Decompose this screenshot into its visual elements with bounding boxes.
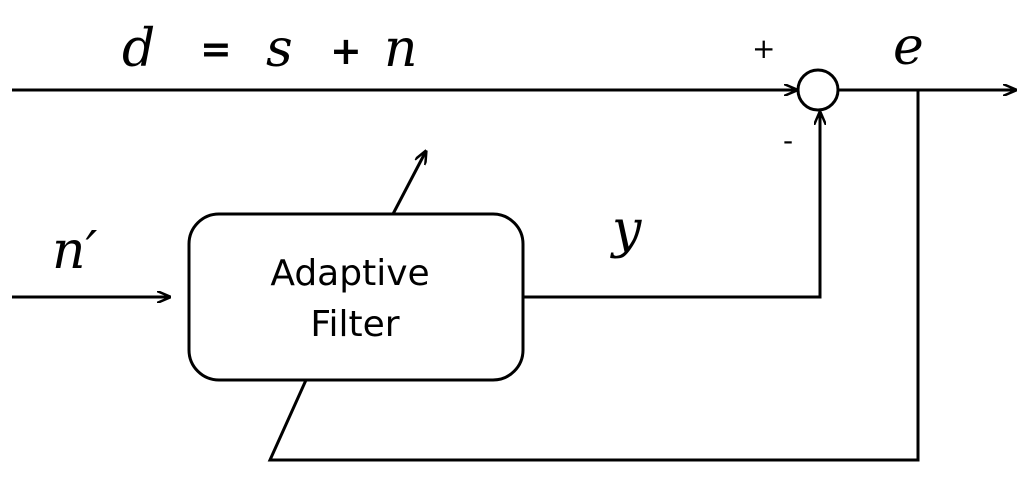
label-y: y xyxy=(610,200,642,260)
label-d: d xyxy=(122,19,155,79)
label-equals: = xyxy=(200,27,232,71)
label-e: e xyxy=(893,17,924,77)
block-label-line2: Filter xyxy=(310,304,399,345)
label-plus: + xyxy=(330,29,362,73)
adaptive-filter-block xyxy=(187,212,525,382)
summing-junction xyxy=(796,68,840,112)
error-feedback-line xyxy=(267,90,920,462)
filter-output-line xyxy=(523,112,820,299)
junction-minus-sign: - xyxy=(783,124,793,157)
label-s: s xyxy=(266,19,293,79)
adaptation-arrow xyxy=(391,151,426,215)
block-label-line1: Adaptive xyxy=(270,253,429,294)
label-n-prime: n′ xyxy=(52,221,97,281)
label-n: n xyxy=(384,19,418,79)
junction-plus-sign: + xyxy=(752,32,775,65)
